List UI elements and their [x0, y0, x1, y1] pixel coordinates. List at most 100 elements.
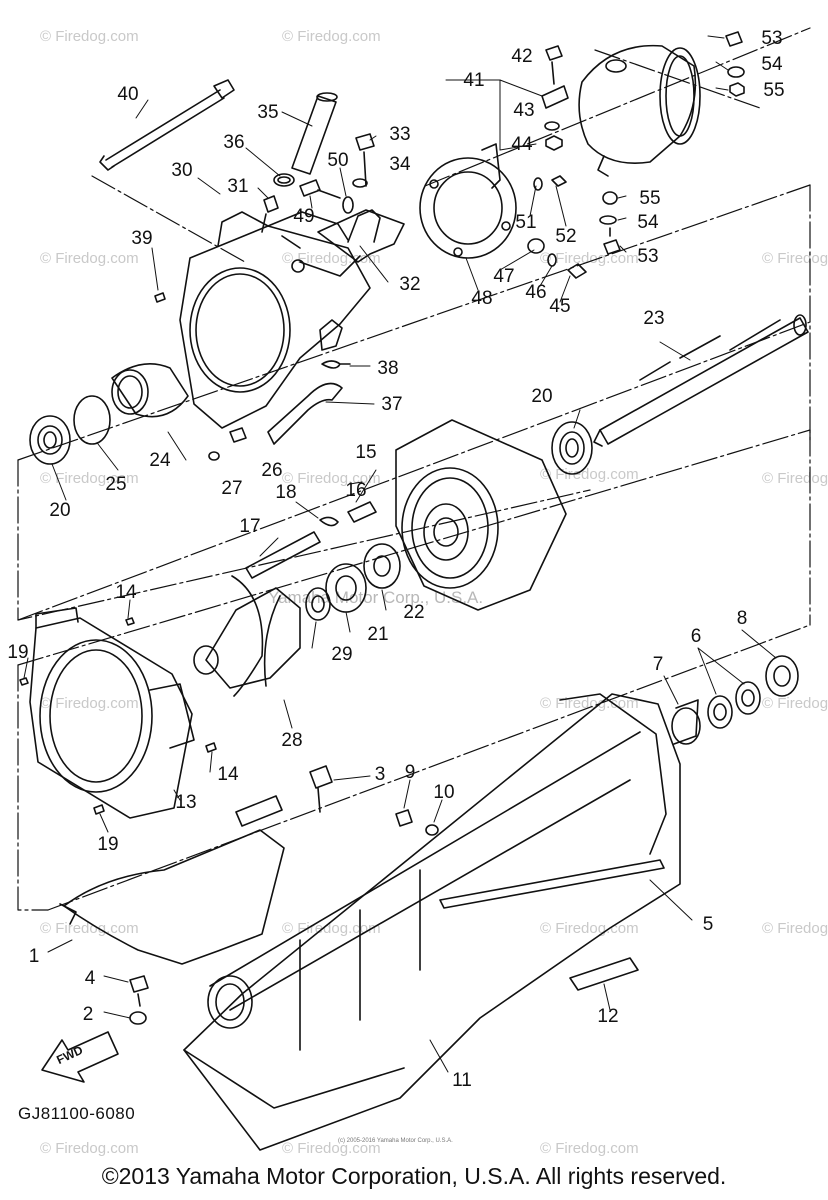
- part-36-clamp: [273, 173, 295, 187]
- watermark: © Firedog.com: [762, 920, 828, 937]
- part-number: 19: [7, 642, 28, 663]
- part-number: 54: [761, 54, 783, 75]
- part-41-nozzle: [578, 44, 701, 177]
- leader-lines: [23, 35, 777, 1073]
- part-25-oring: [73, 395, 111, 445]
- part-number: 1: [29, 946, 40, 967]
- part-number: 26: [261, 460, 282, 481]
- part-number: 33: [389, 124, 410, 145]
- part-5-strip: [439, 859, 665, 909]
- fwd-arrow: [41, 1031, 119, 1083]
- part-14-pin: [205, 742, 217, 753]
- center-watermark: Yamaha Motor Corp., U.S.A.: [268, 588, 484, 607]
- part-37-hose: [267, 382, 343, 445]
- part-number: 20: [531, 386, 552, 407]
- watermark: © Firedog.com: [40, 470, 139, 487]
- part-number-labels: 1 2 3 4 5 6 7 8 9 10 11 12 13 14 14 15 1…: [7, 28, 784, 1091]
- part-24-cone: [111, 362, 189, 418]
- part-number: 30: [171, 160, 192, 181]
- part-7-coupler: [671, 699, 701, 745]
- watermark: © Firedog.com: [540, 250, 639, 267]
- part-number: 44: [511, 134, 533, 155]
- part-26-bolt: [229, 427, 247, 443]
- watermark: © Firedog.com: [282, 920, 381, 937]
- part-9-bolt: [395, 809, 413, 827]
- part-18-clamp: [319, 516, 339, 527]
- part-2-washer: [129, 1011, 147, 1025]
- part-33-bolt: [355, 133, 375, 187]
- part-43-plate: [541, 85, 569, 109]
- part-8-cap: [765, 655, 799, 697]
- part-number: 15: [355, 442, 376, 463]
- part-38-clamp: [321, 360, 351, 369]
- part-number: 11: [452, 1070, 472, 1091]
- part-number: 53: [637, 246, 658, 267]
- part-number: 34: [389, 154, 411, 175]
- copyright-footer: ©2013 Yamaha Motor Corporation, U.S.A. A…: [101, 1163, 727, 1189]
- part-number: 6: [691, 626, 702, 647]
- part-19-pin: [93, 804, 105, 815]
- part-22-bearing: [363, 543, 401, 589]
- part-number: 7: [653, 654, 664, 675]
- part-50-washer: [342, 196, 354, 214]
- part-number: 19: [97, 834, 118, 855]
- part-number: 49: [293, 206, 314, 227]
- part-number: 54: [637, 212, 659, 233]
- part-35-hose: [291, 92, 338, 175]
- part-48-ring-housing: [419, 143, 517, 259]
- diagram-code: GJ81100-6080: [18, 1104, 136, 1123]
- part-14-pin: [125, 617, 135, 626]
- part-31-fitting: [261, 195, 279, 233]
- part-11-jet-pump-body: [183, 693, 681, 1151]
- part-number: 12: [597, 1006, 618, 1027]
- part-number: 2: [83, 1004, 94, 1025]
- part-number: 41: [463, 70, 484, 91]
- part-number: 38: [377, 358, 398, 379]
- section-boundaries: [17, 27, 811, 911]
- watermark: © Firedog.com: [762, 695, 828, 712]
- watermark: © Firedog.com: [40, 695, 139, 712]
- part-number: 42: [511, 46, 532, 67]
- watermark: © Firedog.com: [40, 920, 139, 937]
- part-43-washer: [544, 121, 560, 131]
- part-number: 46: [525, 282, 546, 303]
- part-44-nut: [545, 135, 563, 151]
- part-number: 39: [131, 228, 152, 249]
- part-number: 32: [399, 274, 420, 295]
- part-number: 14: [217, 764, 239, 785]
- part-4-bolt: [129, 975, 149, 1007]
- part-number: 36: [223, 132, 244, 153]
- part-number: 14: [115, 582, 137, 603]
- part-29-seal: [305, 587, 331, 621]
- part-17-shaft: [245, 531, 321, 579]
- watermark: © Firedog.com: [762, 470, 828, 487]
- part-number: 16: [345, 480, 366, 501]
- part-19-pin: [19, 677, 29, 686]
- watermark: © Firedog.com: [40, 28, 139, 45]
- part-number: 52: [555, 226, 576, 247]
- part-number: 53: [761, 28, 782, 49]
- part-30-intake-housing: [179, 211, 371, 429]
- part-6-bearings: [707, 681, 761, 729]
- part-number: 50: [327, 150, 348, 171]
- part-53-bolt: [603, 227, 621, 255]
- tiny-copyright: (c) 2005-2016 Yamaha Motor Corp., U.S.A.: [338, 1138, 453, 1144]
- part-21-bearing: [325, 563, 367, 613]
- part-number: 9: [405, 762, 416, 783]
- part-number: 8: [737, 608, 748, 629]
- part-number: 55: [639, 188, 660, 209]
- part-number: 23: [643, 308, 664, 329]
- part-39-pin: [154, 292, 166, 303]
- part-number: 40: [117, 84, 138, 105]
- part-42-bolt: [545, 45, 563, 85]
- part-number: 47: [493, 266, 514, 287]
- part-number: 22: [403, 602, 424, 623]
- part-number: 18: [275, 482, 296, 503]
- part-20-bearing-left: [29, 415, 71, 465]
- part-27-washer: [208, 451, 220, 461]
- part-number: 10: [433, 782, 454, 803]
- part-1-cover: [59, 795, 285, 965]
- watermark: © Firedog.com: [762, 250, 828, 267]
- watermark: © Firedog.com: [540, 1140, 639, 1157]
